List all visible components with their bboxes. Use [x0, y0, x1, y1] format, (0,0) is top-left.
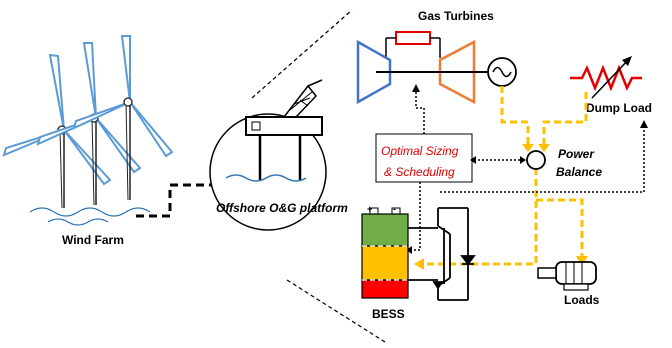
bess-plus-label: +	[367, 204, 372, 214]
dump-load-label: Dump Load	[586, 101, 652, 115]
optimal-sizing-line1: Optimal Sizing	[381, 144, 459, 158]
motor-load-icon	[537, 261, 597, 291]
power-flow-lines	[420, 86, 588, 266]
control-signal-lines	[410, 90, 645, 251]
bess-minus-label: -	[393, 204, 396, 214]
platform-label: Offshore O&G platform	[216, 201, 348, 215]
optimal-sizing-box	[375, 133, 473, 183]
wind-turbine-icon	[2, 35, 174, 226]
power-balance-node	[526, 150, 546, 170]
optimal-sizing-line2: & Scheduling	[384, 165, 455, 179]
igbt-converter-icon	[408, 207, 476, 301]
power-label: Power	[558, 147, 595, 161]
bess-label: BESS	[372, 307, 405, 321]
ac-generator-icon	[487, 57, 517, 87]
battery-icon	[361, 207, 409, 299]
gas-turbines-label: Gas Turbines	[418, 9, 494, 23]
subsea-cable	[136, 183, 212, 218]
balance-label: Balance	[556, 165, 602, 179]
oil-platform-icon	[209, 79, 327, 231]
loads-label: Loads	[564, 293, 600, 307]
zoom-callout-lines	[251, 9, 386, 343]
wind-farm-label: Wind Farm	[62, 233, 124, 247]
power-flow-arrows	[414, 144, 588, 270]
variable-resistor-icon	[570, 56, 642, 99]
gas-turbine-icon	[356, 31, 488, 105]
control-signal-arrows	[406, 84, 648, 254]
